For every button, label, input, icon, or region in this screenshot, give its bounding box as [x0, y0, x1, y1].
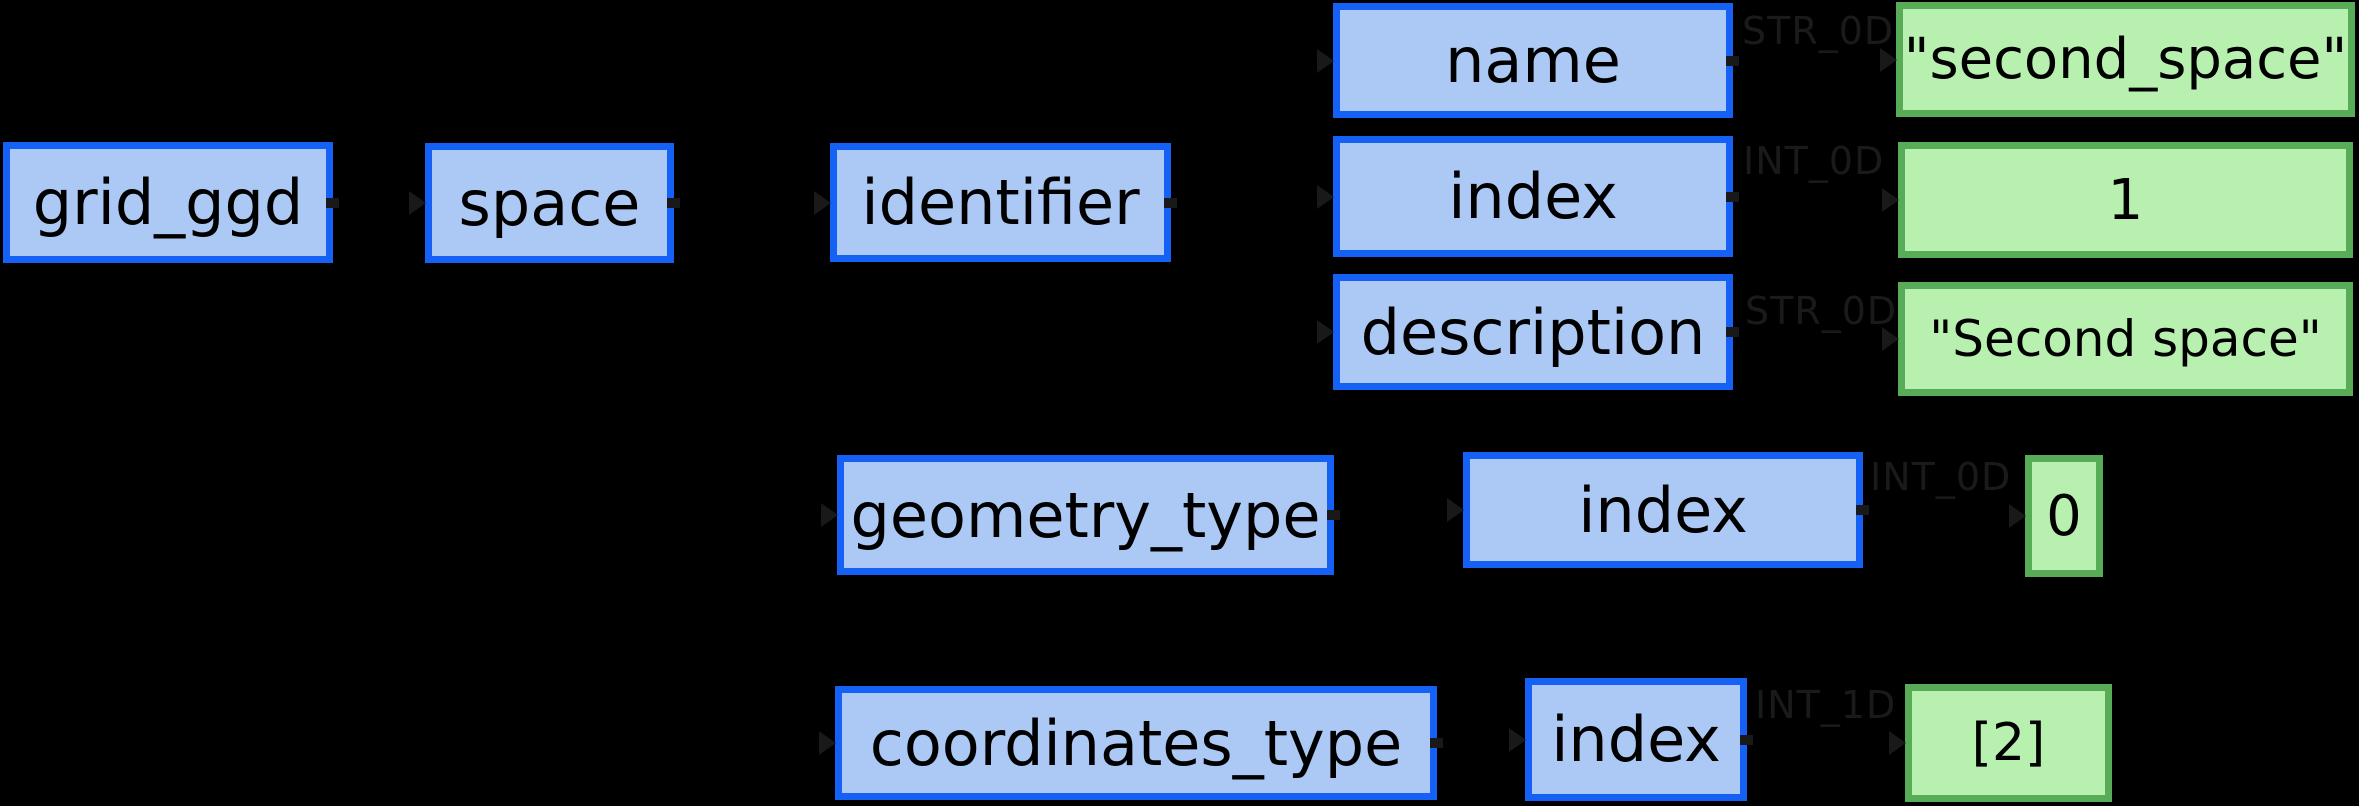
node-index-coordinates-type: index [1509, 678, 1753, 801]
value-description: "Second space" [1882, 282, 2353, 396]
value-name: "second_space" [1880, 2, 2355, 117]
edge-label-description-dtype: STR_0D [1745, 289, 1898, 333]
edge-label-geometry-index-dtype: INT_0D [1870, 455, 2012, 499]
value-geometry-type-index: 0 [2009, 455, 2103, 577]
node-description: description [1317, 274, 1739, 390]
node-space: space [409, 143, 680, 263]
edge-label-coordinates-index-dtype: INT_1D [1755, 683, 1897, 727]
node-geometry-type: geometry_type [821, 455, 1340, 575]
node-grid-ggd: grid_ggd [3, 142, 339, 263]
edge-label-name-dtype: STR_0D [1742, 9, 1895, 53]
node-name: name [1317, 3, 1739, 118]
node-identifier: identifier [814, 143, 1177, 262]
edge-label-index-dtype: INT_0D [1743, 139, 1885, 183]
node-index-identifier: index [1317, 136, 1739, 257]
value-index: 1 [1882, 142, 2353, 258]
node-index-geometry-type: index [1447, 452, 1869, 568]
node-coordinates-type: coordinates_type [819, 686, 1443, 800]
value-coordinates-type-index: [2] [1889, 684, 2112, 802]
